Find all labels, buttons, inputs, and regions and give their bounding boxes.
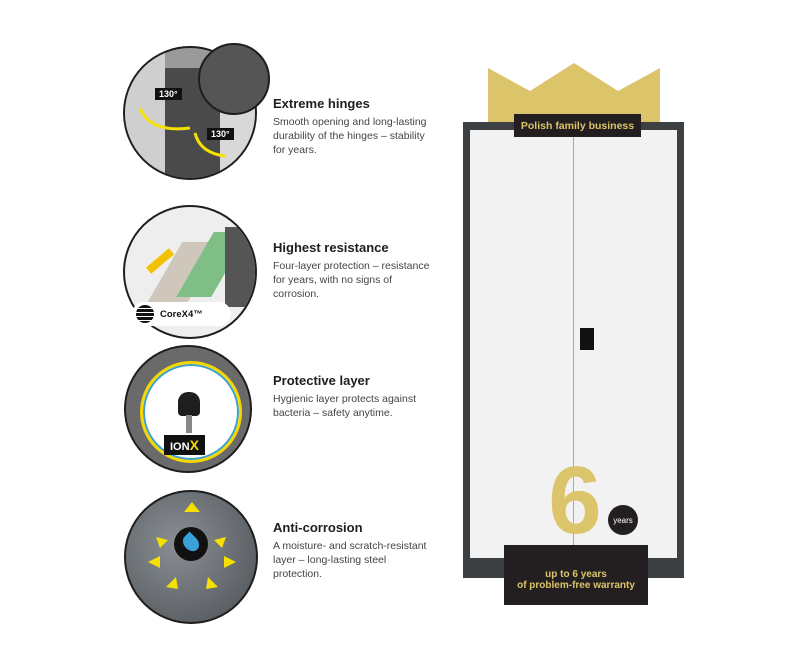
feature-protective: Protective layer Hygienic layer protects…	[273, 373, 433, 420]
angle-badge: 130°	[155, 88, 182, 100]
feature-anti-corrosion: Anti-corrosion A moisture- and scratch-r…	[273, 520, 433, 581]
feature-title: Extreme hinges	[273, 96, 370, 111]
family-business-label: Polish family business	[514, 114, 641, 137]
warranty-box: up to 6 years of problem-free warranty	[504, 545, 648, 605]
rotation-arrows-icon	[138, 107, 226, 158]
years-text: years	[613, 515, 633, 525]
ionx-badge: IONX	[164, 435, 205, 455]
feature-resistance: Highest resistance Four-layer protection…	[273, 240, 433, 301]
feature-title: Protective layer	[273, 373, 370, 388]
family-business-text: Polish family business	[520, 119, 635, 132]
feature-text: A moisture- and scratch-resistant layer …	[273, 540, 427, 580]
ionx-x: X	[189, 437, 199, 453]
hinge-closeup	[198, 43, 270, 115]
key-icon	[178, 392, 200, 416]
lock-icon	[580, 328, 594, 350]
warranty-number: 6	[548, 447, 602, 554]
ionx-label: ION	[170, 441, 190, 453]
feature-title: Anti-corrosion	[273, 520, 363, 535]
corex4-badge: CoreX4™	[132, 302, 231, 326]
warranty-line-1: up to 6 years	[545, 569, 607, 580]
feature-title: Highest resistance	[273, 240, 389, 255]
cabinet	[463, 122, 684, 578]
warranty-line-2: of problem-free warranty	[517, 580, 635, 591]
corex4-icon	[136, 305, 154, 323]
feature-text: Hygienic layer protects against bacteria…	[273, 393, 416, 419]
anti-corrosion-image	[124, 490, 258, 624]
corex4-label: CoreX4™	[160, 308, 203, 320]
crown-icon	[488, 63, 660, 125]
antibacterial-image: IONX	[124, 345, 252, 473]
years-badge: years	[608, 505, 638, 535]
feature-hinges: Extreme hinges Smooth opening and long-l…	[273, 96, 433, 157]
arrows-icon	[148, 502, 236, 589]
feature-text: Four-layer protection – resistance for y…	[273, 260, 430, 300]
feature-text: Smooth opening and long-lasting durabili…	[273, 116, 427, 156]
angle-badge: 130°	[207, 128, 234, 140]
